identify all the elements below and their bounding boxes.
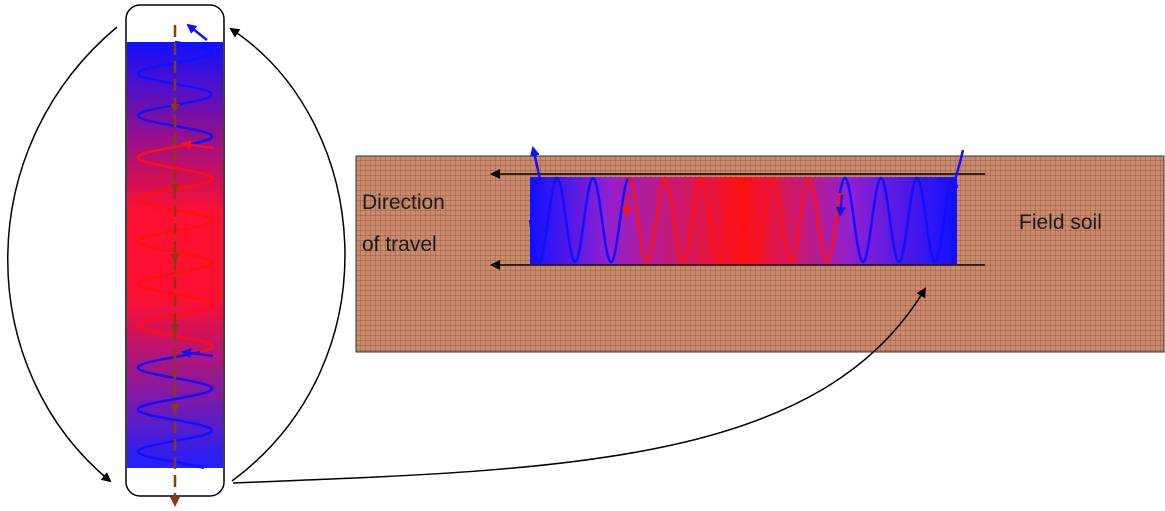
flow-marker-4	[170, 324, 180, 332]
trench-wave-coil	[528, 176, 959, 264]
flow-marker-1	[170, 104, 180, 112]
blue-exit-arrow-trench	[529, 146, 542, 181]
trench-coil-warm	[627, 176, 842, 264]
blue-entry-line-trench	[948, 149, 965, 196]
direction-of-travel-label-1: Direction	[362, 191, 445, 214]
connector-curve-left	[7, 26, 118, 483]
coil-segment-warm	[136, 143, 214, 354]
blue-arrow-column	[181, 348, 214, 359]
connector-curve-right	[229, 27, 346, 482]
column-wave-coil	[136, 40, 214, 470]
flow-marker-5	[170, 404, 180, 412]
red-arrow-column	[181, 140, 214, 151]
blue-exit-arrow-column	[186, 23, 208, 41]
flow-marker-2	[170, 184, 180, 192]
coil-segment-cool-bottom	[136, 350, 214, 470]
field-soil-label: Field soil	[1019, 211, 1102, 234]
blue-arrow-trench	[835, 194, 846, 217]
direction-of-travel-label-2: of travel	[362, 233, 437, 256]
flow-marker-3	[170, 254, 180, 262]
coil-segment-cool-top	[136, 40, 214, 147]
red-arrow-trench	[621, 194, 632, 217]
trench-coil-cool-right	[838, 176, 959, 264]
connector-curve-bottom	[232, 287, 927, 484]
trench-coil-cool-left	[528, 176, 630, 264]
trench-gradient	[530, 177, 957, 264]
column-flow-markers	[170, 104, 180, 412]
